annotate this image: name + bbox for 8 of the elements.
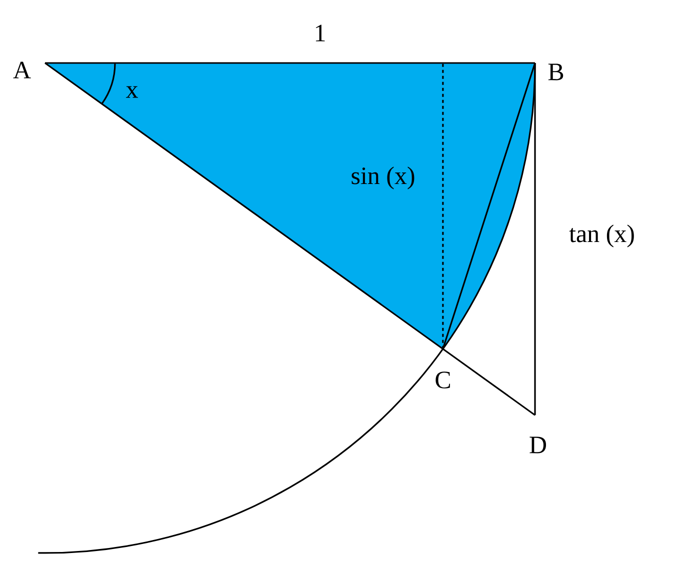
point-label: B	[548, 64, 564, 80]
angle-label: x	[126, 86, 138, 98]
point-label: A	[13, 62, 31, 78]
side-label: 1	[316, 24, 325, 42]
point-label: C	[436, 372, 450, 388]
side-label: tan (x)	[569, 224, 634, 248]
point-label: D	[530, 436, 546, 454]
side-label: sin (x)	[352, 166, 414, 190]
